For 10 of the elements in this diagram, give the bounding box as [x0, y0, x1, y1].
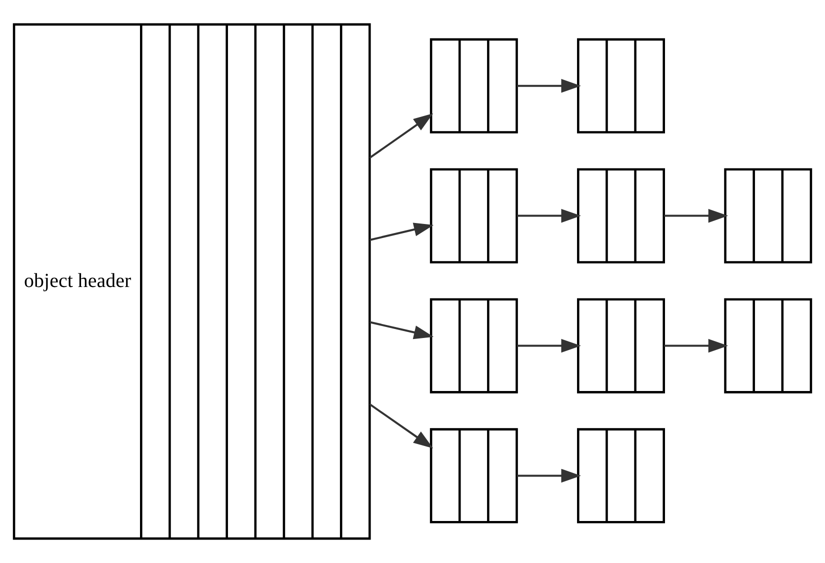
arrow	[369, 113, 434, 159]
arrow	[369, 222, 434, 241]
arrow	[664, 208, 728, 223]
arrow	[517, 78, 581, 93]
arrow	[517, 338, 581, 353]
arrow	[664, 338, 728, 353]
arrow	[517, 468, 581, 483]
arrow	[369, 321, 434, 340]
arrow	[517, 208, 581, 223]
arrow	[369, 403, 434, 448]
